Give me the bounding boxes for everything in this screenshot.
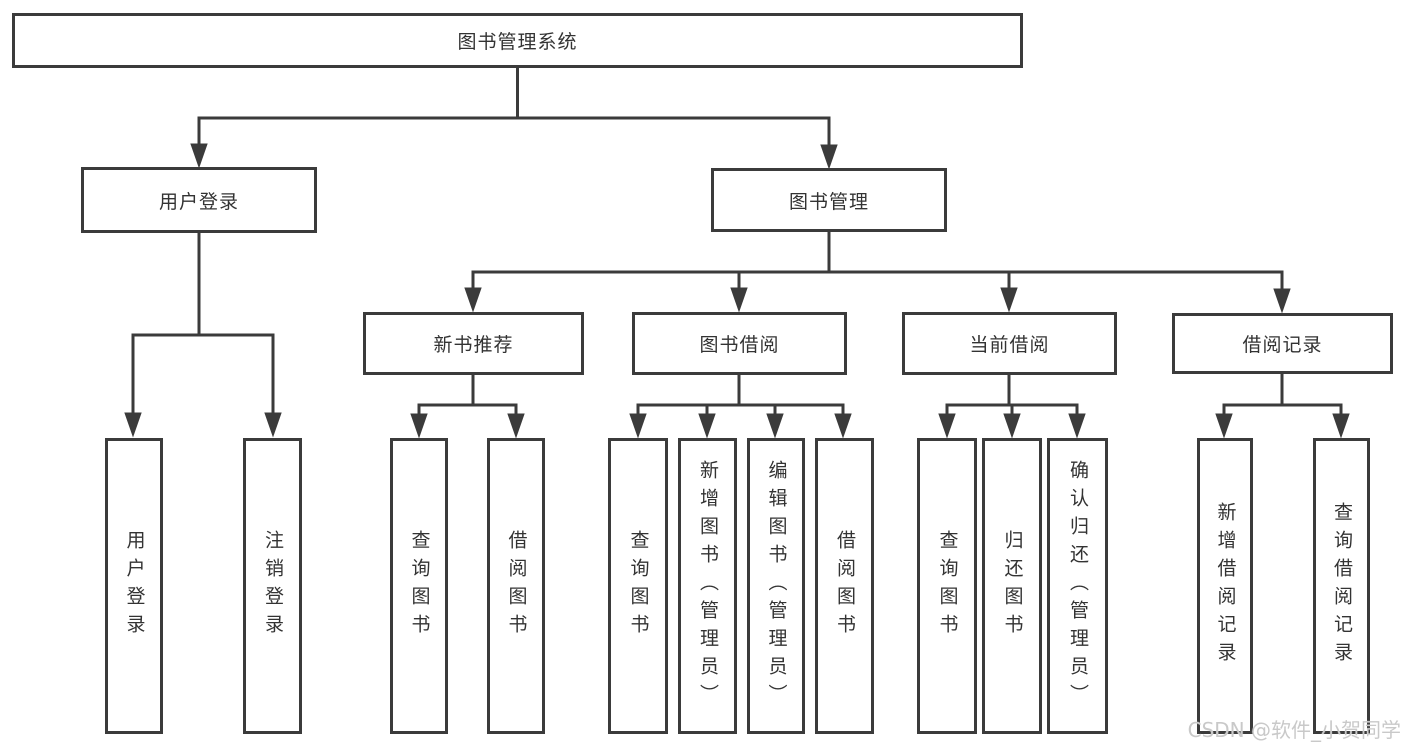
arrow-down-icon [507,413,525,439]
arrow-down-icon [1215,413,1233,439]
node-borrowing-records: 借阅记录 [1172,313,1393,374]
arrow-down-icon [1332,413,1350,439]
arrow-down-icon [264,412,282,438]
leaf-recommend-query-books: 查询图书 [390,438,448,734]
node-user-login: 用户登录 [81,167,317,233]
arrow-down-icon [124,412,142,438]
arrow-down-icon [938,413,956,439]
arrow-down-icon [410,413,428,439]
leaf-current-return-books: 归还图书 [982,438,1042,734]
arrow-down-icon [834,413,852,439]
arrow-down-icon [190,143,208,169]
node-root-library-system: 图书管理系统 [12,13,1023,68]
tree-edges [131,68,1343,416]
arrow-down-icon [1003,413,1021,439]
leaf-borrowing-query-books: 查询图书 [608,438,668,734]
arrow-down-icon [1273,288,1291,314]
leaf-borrowing-edit-books-admin: 编辑图书（管理员） [747,438,805,734]
arrow-down-icon [698,413,716,439]
arrow-down-icon [464,287,482,313]
leaf-current-confirm-return-admin: 确认归还（管理员） [1047,438,1108,734]
arrowhead-icons [124,143,1350,439]
leaf-records-add-borrow-record: 新增借阅记录 [1197,438,1253,734]
arrow-down-icon [629,413,647,439]
node-current-borrowing: 当前借阅 [902,312,1117,375]
node-book-borrowing: 图书借阅 [632,312,847,375]
node-book-management: 图书管理 [711,168,947,232]
node-new-book-recommendation: 新书推荐 [363,312,584,375]
arrow-down-icon [1068,413,1086,439]
leaf-logout: 注销登录 [243,438,302,734]
arrow-down-icon [820,144,838,170]
leaf-current-query-books: 查询图书 [917,438,977,734]
csdn-watermark: CSDN @软件_小贺同学 [1187,718,1401,742]
leaf-borrowing-add-books-admin: 新增图书（管理员） [678,438,737,734]
arrow-down-icon [766,413,784,439]
arrow-down-icon [1000,287,1018,313]
leaf-recommend-borrow-books: 借阅图书 [487,438,545,734]
leaf-borrowing-borrow-books: 借阅图书 [815,438,874,734]
arrow-down-icon [730,287,748,313]
leaf-records-query-borrow-record: 查询借阅记录 [1313,438,1370,734]
leaf-user-login: 用户登录 [105,438,163,734]
